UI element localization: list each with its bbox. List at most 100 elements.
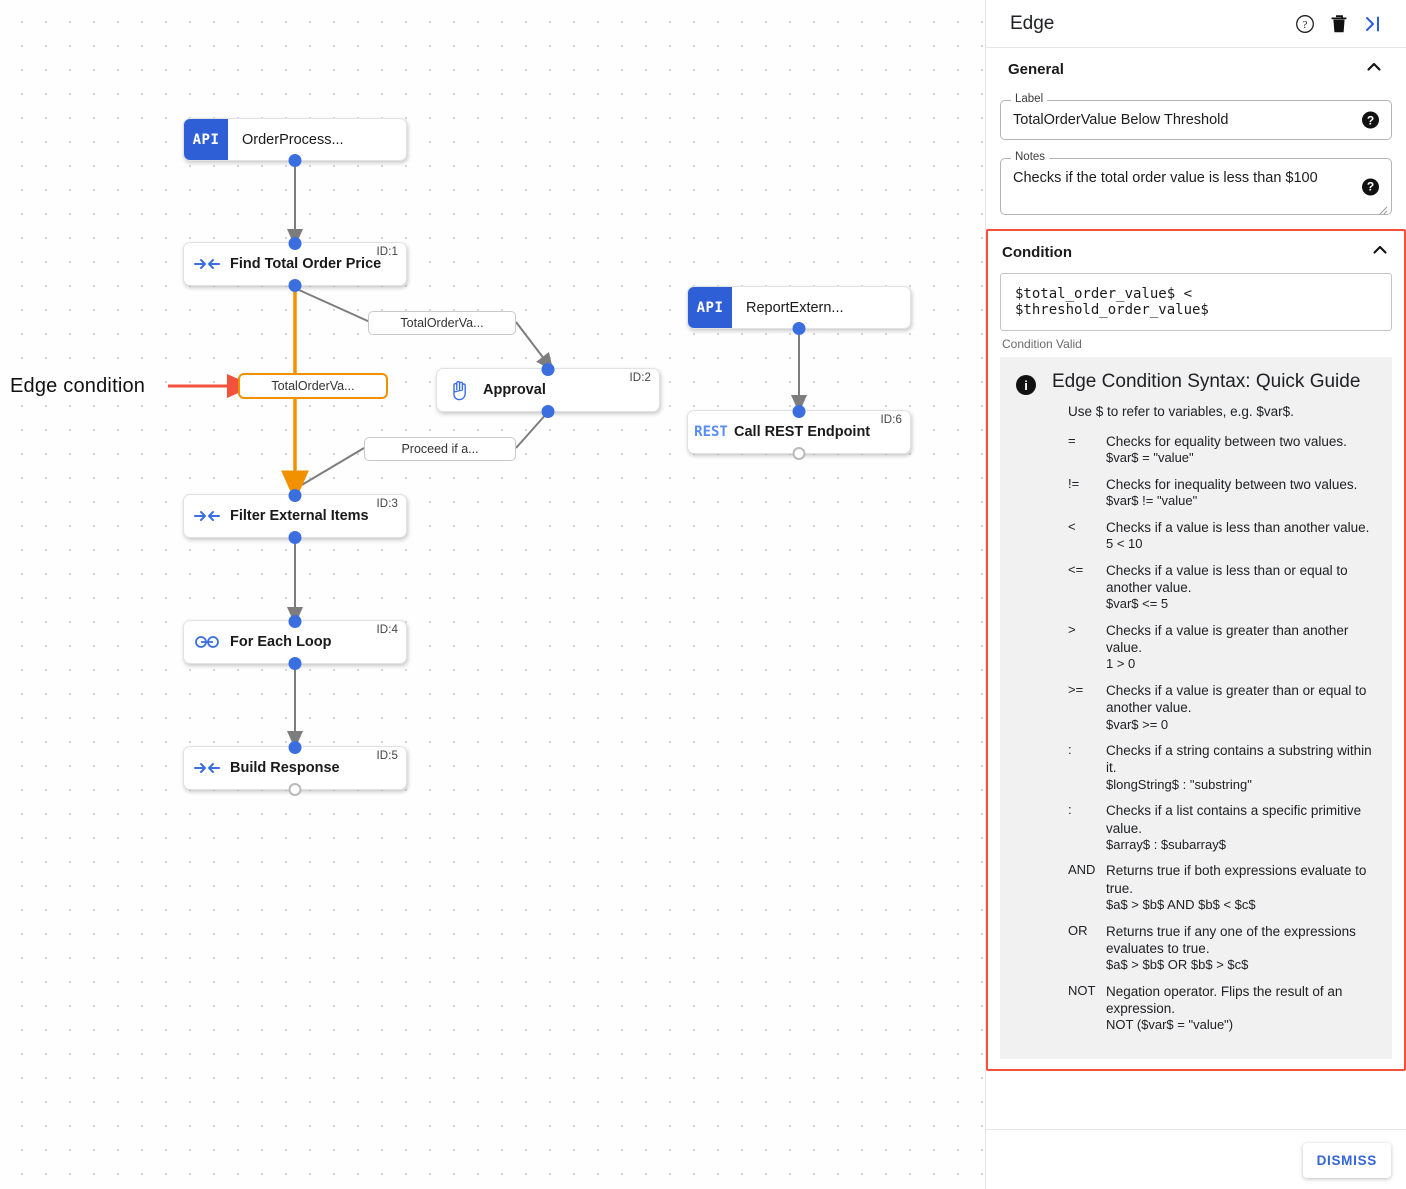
notes-help-icon[interactable]: ? [1362,178,1379,195]
node-report-extern[interactable]: API ReportExtern... [687,286,911,335]
node-port-out[interactable] [288,530,302,544]
edge-properties-panel: Edge ? [985,0,1406,1189]
collapse-right-icon[interactable] [1356,7,1390,41]
notes-resize-handle[interactable] [1378,202,1388,215]
guide-row: NOT Negation operator. Flips the result o… [1068,983,1376,1034]
guide-row-description: Returns true if any one of the expressio… [1106,923,1356,956]
node-port-in[interactable] [541,362,555,376]
node-call-rest-endpoint[interactable]: REST Call REST Endpoint ID:6 [687,404,911,460]
node-label: Call REST Endpoint [734,424,871,440]
node-find-total-order-price[interactable]: Find Total Order Price ID:1 [183,236,407,292]
condition-section-header[interactable]: Condition [1000,231,1392,273]
infinity-icon [184,634,230,650]
node-approval[interactable]: Approval ID:2 [436,362,660,418]
condition-section: Condition $total_order_value$ < $thresho… [986,229,1406,1071]
node-label: Filter External Items [230,508,369,524]
edge-label-proceed-if[interactable]: Proceed if a... [364,437,516,461]
node-port-out[interactable] [541,404,555,418]
flow-canvas[interactable]: Edge condition API OrderProcess... Find … [0,0,985,1189]
node-label: OrderProcess... [242,131,344,148]
guide-row-example: 1 > 0 [1106,656,1136,672]
general-section-header[interactable]: General [1000,48,1392,90]
guide-row-description: Checks for equality between two values. [1106,434,1347,449]
guide-title: Edge Condition Syntax: Quick Guide [1052,371,1361,392]
hand-icon [437,379,483,401]
label-help-icon[interactable]: ? [1362,111,1379,129]
api-badge-icon: API [688,287,732,328]
condition-expression-input[interactable]: $total_order_value$ < $threshold_order_v… [1000,273,1392,331]
api-badge-icon: API [184,119,228,160]
condition-heading: Condition [1002,243,1072,261]
edge-label-total-order-value-selected[interactable]: TotalOrderVa... [238,373,388,399]
edge-label-text: TotalOrderVa... [400,316,484,330]
edges-layer [168,161,807,749]
notes-field-value[interactable]: Checks if the total order value is less … [1013,170,1318,186]
node-id-tag: ID:4 [376,624,398,636]
transform-icon [184,256,230,272]
node-port-in[interactable] [288,740,302,754]
node-filter-external-items[interactable]: Filter External Items ID:3 [183,488,407,544]
notes-field[interactable]: Notes Checks if the total order value is… [1000,151,1392,215]
node-port-in[interactable] [288,614,302,628]
guide-row: <Checks if a value is less than another … [1068,519,1376,553]
guide-row-example: NOT ($var$ = "value") [1106,1017,1234,1033]
edge-condition-guide: i Edge Condition Syntax: Quick Guide Use… [1000,357,1392,1059]
guide-row-example: $var$ = "value" [1106,450,1194,466]
guide-row: :Checks if a list contains a specific pr… [1068,802,1376,853]
node-label: ReportExtern... [746,299,844,316]
label-field[interactable]: Label TotalOrderValue Below Threshold ? [1000,93,1392,140]
guide-row-description: Returns true if both expressions evaluat… [1106,863,1367,896]
guide-row-operator: NOT [1068,982,1096,998]
node-port-in[interactable] [792,404,806,418]
guide-row-description: Checks if a string contains a substring … [1106,743,1372,776]
guide-row-description: Checks if a value is less than or equal … [1106,562,1348,595]
guide-row-description: Checks if a value is less than another v… [1106,519,1370,535]
trash-icon[interactable] [1322,7,1356,41]
node-port-out[interactable] [792,446,806,460]
chevron-up-icon[interactable] [1364,57,1384,81]
edge-label-total-order-value-upper[interactable]: TotalOrderVa... [368,311,516,335]
guide-row-operator: OR [1068,922,1088,938]
node-order-process[interactable]: API OrderProcess... [183,118,407,167]
guide-row-example: $array$ : $subarray$ [1106,836,1226,852]
node-label: Approval [483,382,546,398]
node-port-out[interactable] [288,656,302,670]
guide-row-operator: >= [1068,681,1084,697]
node-port-out[interactable] [288,782,302,796]
guide-row: <= Checks if a value is less than or equa… [1068,562,1376,613]
guide-row-operator: : [1068,802,1072,818]
help-circle-icon[interactable]: ? [1288,7,1322,41]
chevron-up-icon[interactable] [1370,240,1390,264]
general-heading: General [1008,60,1064,78]
transform-icon [184,508,230,524]
node-for-each-loop[interactable]: For Each Loop ID:4 [183,614,407,670]
node-id-tag: ID:3 [376,498,398,510]
guide-row-example: 5 < 10 [1106,536,1143,552]
panel-body: General Label TotalOrderValue Below Thre… [986,48,1406,1189]
label-field-legend: Label [1011,93,1048,105]
guide-row-description: Negation operator. Flips the result of a… [1106,983,1343,1017]
guide-row: :Checks if a string contains a substring… [1068,742,1376,793]
guide-subtitle: Use $ to refer to variables, e.g. $var$. [1068,404,1294,419]
node-port-out[interactable] [288,278,302,292]
dismiss-button[interactable]: DISMISS [1302,1143,1391,1178]
guide-row-example: $var$ >= 0 [1106,716,1169,732]
node-port-in[interactable] [288,236,302,250]
guide-row-example: $a$ > $b$ OR $b$ > $c$ [1106,957,1249,973]
guide-row-description: Checks for inequality between two values… [1106,476,1358,492]
transform-icon [184,760,230,776]
node-build-response[interactable]: Build Response ID:5 [183,740,407,796]
rest-icon: REST [694,424,728,440]
guide-row-description: Checks if a value is greater than or equ… [1106,682,1367,716]
guide-row: >Checks if a value is greater than anoth… [1068,622,1376,673]
guide-row-description: Checks if a value is greater than anothe… [1106,622,1349,656]
node-port-out[interactable] [792,321,806,335]
guide-row-operator: <= [1068,561,1084,577]
node-id-tag: ID:5 [376,750,398,762]
node-label: For Each Loop [230,634,332,650]
node-port-in[interactable] [288,488,302,502]
label-field-value[interactable]: TotalOrderValue Below Threshold [1013,112,1229,128]
panel-footer: DISMISS [986,1129,1406,1189]
panel-title: Edge [1010,12,1055,34]
node-port-out[interactable] [288,153,302,167]
